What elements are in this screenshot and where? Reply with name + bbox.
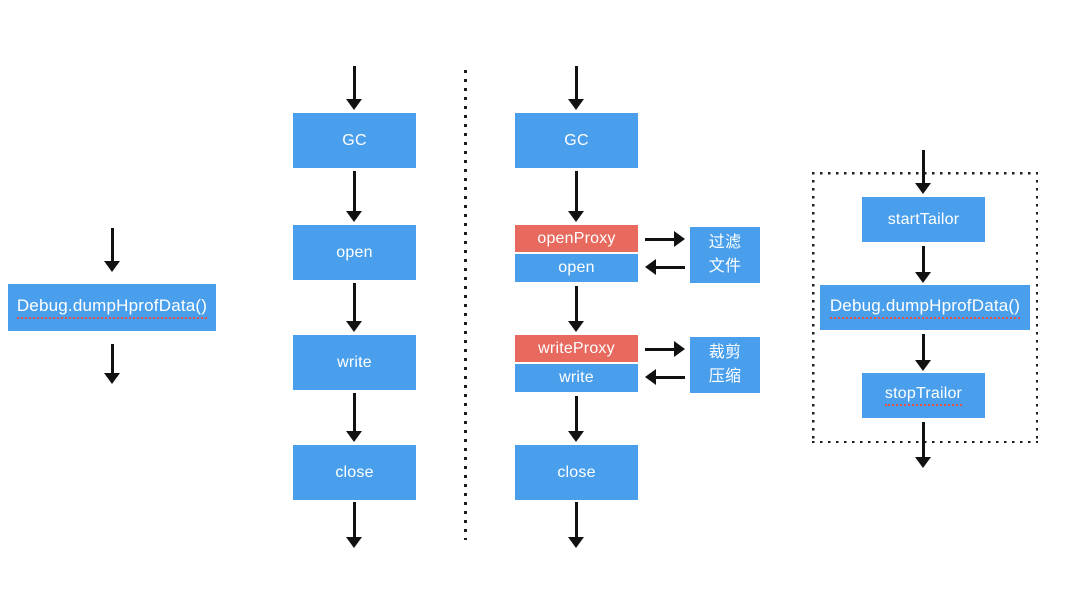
arrow-down-icon (568, 502, 584, 548)
node-start-tailor: startTailor (862, 197, 985, 242)
node-stop-trailor-label: stopTrailor (884, 385, 963, 406)
node-close-proxy-flow-label: close (557, 463, 596, 481)
node-stop-trailor: stopTrailor (862, 373, 985, 418)
node-close-label: close (335, 463, 374, 481)
arrow-right-icon (645, 231, 685, 247)
node-write: write (293, 335, 416, 390)
arrow-down-icon (346, 283, 362, 332)
node-close: close (293, 445, 416, 500)
node-dump-hprof-data: Debug.dumpHprofData() (8, 284, 216, 331)
node-open: open (293, 225, 416, 280)
arrow-down-icon (915, 422, 931, 468)
node-dump-hprof-data-tailor: Debug.dumpHprofData() (820, 285, 1030, 330)
note-crop-compress-line1: 裁剪 (708, 344, 742, 361)
node-dump-hprof-data-label: Debug.dumpHprofData() (16, 296, 208, 319)
node-gc-proxy-flow: GC (515, 113, 638, 168)
note-crop-compress: 裁剪 压缩 (690, 337, 760, 393)
note-filter-file-line1: 过滤 (708, 234, 742, 251)
node-open-hooked: open (515, 254, 638, 282)
arrow-down-icon (346, 502, 362, 548)
node-write-hooked-label: write (559, 369, 594, 386)
arrow-down-icon (346, 393, 362, 442)
node-close-proxy-flow: close (515, 445, 638, 500)
node-write-proxy: writeProxy (515, 335, 638, 362)
arrow-left-icon (645, 259, 685, 275)
arrow-down-icon (915, 150, 931, 194)
node-open-proxy: openProxy (515, 225, 638, 252)
node-open-hooked-label: open (558, 259, 595, 276)
arrow-down-icon (915, 246, 931, 283)
arrow-down-icon (346, 66, 362, 110)
arrow-down-icon (104, 344, 120, 384)
arrow-right-icon (645, 341, 685, 357)
note-filter-file-line2: 文件 (708, 258, 742, 275)
node-write-hooked: write (515, 364, 638, 392)
arrow-down-icon (104, 228, 120, 272)
node-gc: GC (293, 113, 416, 168)
node-start-tailor-label: startTailor (887, 210, 960, 228)
arrow-down-icon (568, 286, 584, 332)
node-open-label: open (336, 243, 373, 261)
arrow-down-icon (568, 396, 584, 442)
vertical-dotted-divider (464, 70, 467, 540)
note-filter-file: 过滤 文件 (690, 227, 760, 283)
node-open-proxy-label: openProxy (537, 229, 616, 247)
arrow-down-icon (568, 66, 584, 110)
node-gc-label: GC (342, 131, 367, 149)
node-write-label: write (337, 353, 372, 371)
arrow-left-icon (645, 369, 685, 385)
node-dump-hprof-data-tailor-label: Debug.dumpHprofData() (829, 296, 1021, 319)
node-write-proxy-label: writeProxy (538, 339, 615, 357)
arrow-down-icon (346, 171, 362, 222)
arrow-down-icon (568, 171, 584, 222)
arrow-down-icon (915, 334, 931, 371)
node-gc-proxy-flow-label: GC (564, 131, 589, 149)
note-crop-compress-line2: 压缩 (708, 368, 742, 385)
